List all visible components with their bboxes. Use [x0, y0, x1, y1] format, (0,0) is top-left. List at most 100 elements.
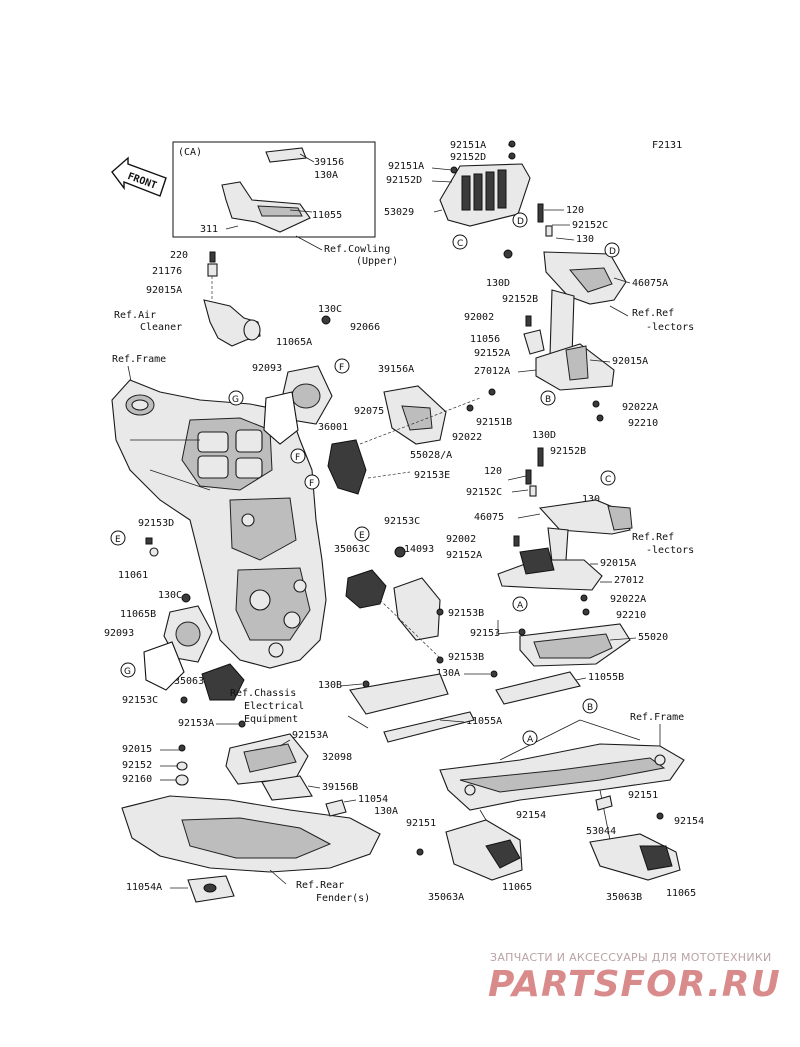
part-number-label: 130C [318, 304, 342, 315]
svg-text:F: F [309, 479, 314, 489]
part-number-label: 92151A [388, 161, 424, 172]
reference-label: Ref.Chassis [230, 688, 296, 699]
part-number-label: 120 [484, 466, 502, 477]
part-number-label: 92015A [146, 285, 182, 296]
part-number-label: 92154 [674, 816, 704, 827]
part-number-label: 35063C [334, 544, 370, 555]
part-number-label: 220 [170, 250, 188, 261]
svg-text:C: C [605, 475, 611, 485]
part-number-label: 92151A [450, 140, 486, 151]
passenger-step-upper-part [439, 140, 531, 227]
part-number-label: 53044 [586, 826, 616, 837]
part-number-label: 92152B [550, 446, 586, 457]
callout-e-left: E [110, 530, 126, 546]
air-cleaner-sensor-part [203, 251, 261, 347]
part-number-label: 92152A [446, 550, 482, 561]
callout-circles: C D D B C A F G F F E E G B A [110, 212, 620, 746]
part-number-label: 39156 [314, 157, 344, 168]
part-number-label: 92152A [474, 348, 510, 359]
watermark-logo: PARTSFOR.RU [488, 964, 781, 1005]
part-number-label: 92022A [610, 594, 646, 605]
part-number-label: 130A [436, 668, 460, 679]
mount-bracket-part [345, 546, 444, 661]
duct-cover-lower-part [143, 593, 444, 704]
part-number-label: 92152D [386, 175, 422, 186]
svg-text:A: A [527, 735, 534, 745]
reference-label: Ref.Frame [112, 354, 166, 365]
part-number-label: 92153A [178, 718, 214, 729]
part-number-label: 92075 [354, 406, 384, 417]
svg-text:A: A [517, 601, 524, 611]
ca-variant-box [172, 141, 376, 238]
part-number-label: 11065 [502, 882, 532, 893]
svg-text:E: E [115, 535, 121, 545]
callout-d-upper: D [512, 212, 528, 228]
reference-label: Ref.Air [114, 310, 156, 321]
bolt-11061-part [145, 537, 159, 557]
part-number-label: 35063A [428, 892, 464, 903]
footrest-bracket-part [416, 795, 681, 881]
part-number-label: 11061 [118, 570, 148, 581]
part-number-label: 92152 [122, 760, 152, 771]
svg-text:F: F [339, 363, 344, 373]
part-number-label: 35063B [606, 892, 642, 903]
duct-cover-upper-part [263, 365, 333, 445]
part-number-label: 130A [314, 170, 338, 181]
part-number-label: 92152D [450, 152, 486, 163]
part-number-label: 130C [158, 590, 182, 601]
part-number-label: 46075A [632, 278, 668, 289]
part-number-label: 92160 [122, 774, 152, 785]
svg-text:C: C [457, 239, 463, 249]
callout-d-right: D [604, 242, 620, 258]
reference-label: Equipment [244, 714, 298, 725]
reference-label: Fender(s) [316, 893, 370, 904]
part-number-label: 130B [318, 680, 342, 691]
reference-label: Electrical [244, 701, 304, 712]
part-number-label: 35063 [174, 676, 204, 687]
part-number-label: 11065 [666, 888, 696, 899]
part-number-label: 11055A [466, 716, 502, 727]
part-number-label: 92015A [600, 558, 636, 569]
figure-code: F2131 [652, 140, 682, 151]
part-number-label: 130 [582, 494, 600, 505]
reference-label: Ref.Frame [630, 712, 684, 723]
svg-text:E: E [359, 531, 365, 541]
part-number-label: 92153 [470, 628, 500, 639]
front-arrow-icon: FRONT [111, 156, 167, 197]
callout-e-right: E [354, 526, 370, 542]
part-number-label: 130D [532, 430, 556, 441]
part-number-label: 27012A [474, 366, 510, 377]
callout-f-1: F [334, 358, 350, 374]
part-number-label: 46075 [474, 512, 504, 523]
callout-g-bottom: G [120, 662, 136, 678]
leader-lines [160, 144, 661, 889]
svg-text:F: F [295, 453, 300, 463]
part-number-label: 92153C [122, 695, 158, 706]
side-cover-part [327, 385, 496, 495]
part-number-label: 39156A [378, 364, 414, 375]
part-number-label: 130D [486, 278, 510, 289]
reference-label: -lectors [646, 322, 694, 333]
reference-label: Ref.Ref [632, 532, 674, 543]
step-holder-lower-part [497, 447, 633, 616]
part-number-label: 92002 [446, 534, 476, 545]
part-number-label: 55020 [638, 632, 668, 643]
part-number-label: 53029 [384, 207, 414, 218]
bracket-27012A-part [523, 315, 615, 422]
part-number-label: 311 [200, 224, 218, 235]
part-number-label: 92210 [628, 418, 658, 429]
reference-label: Ref.Ref [632, 308, 674, 319]
part-number-label: 92002 [464, 312, 494, 323]
part-number-label: 92151 [406, 818, 436, 829]
callout-b-upper: B [540, 390, 556, 406]
part-number-label: 92015 [122, 744, 152, 755]
part-number-label: 11054 [358, 794, 388, 805]
callout-f-3: F [304, 474, 320, 490]
part-number-label: 92153B [448, 608, 484, 619]
part-number-label: 92022A [622, 402, 658, 413]
part-number-label: 92093 [252, 363, 282, 374]
callout-f-2: F [290, 448, 306, 464]
part-number-label: 92154 [516, 810, 546, 821]
rear-subframe-part [439, 719, 685, 851]
